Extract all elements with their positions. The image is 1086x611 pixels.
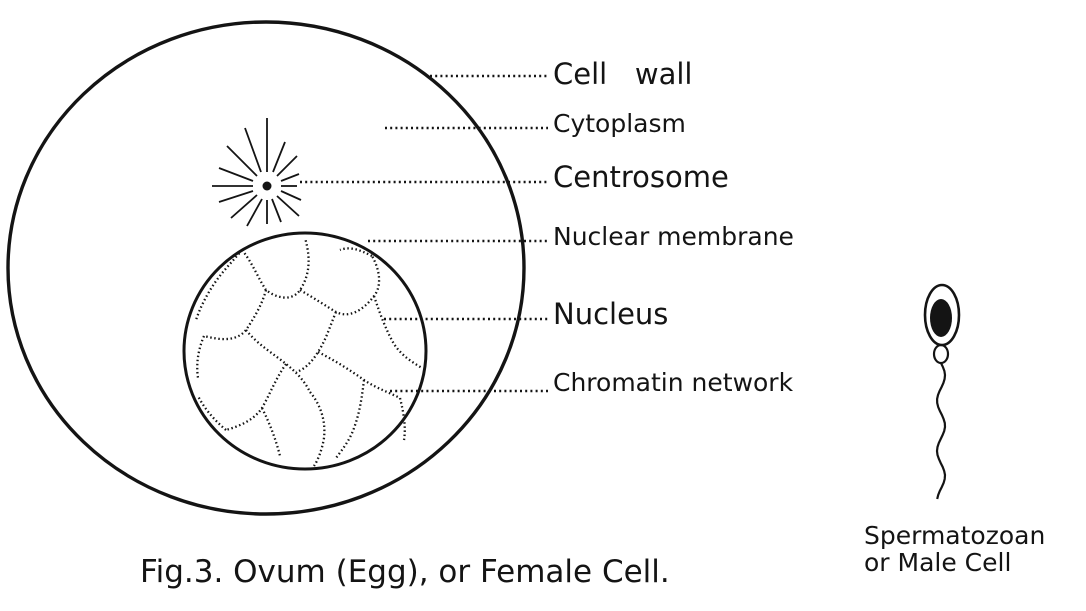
- spermatozoan-figure: [923, 283, 961, 500]
- ovum: [6, 20, 526, 516]
- centrosome-ray: [280, 173, 300, 182]
- chromatin-strand: [309, 391, 326, 467]
- sperm-tail: [935, 362, 947, 500]
- chromatin-strand: [225, 363, 287, 432]
- chromatin-strand: [260, 407, 282, 457]
- leader-lines: [300, 74, 548, 393]
- centrosome-figure: [212, 118, 302, 227]
- label-chromatin-network: Chromatin network: [553, 368, 794, 397]
- sperm-nucleus: [930, 299, 952, 337]
- chromatin-strand: [196, 335, 206, 379]
- nucleus-figure: [182, 231, 428, 471]
- centrosome-ray: [226, 145, 258, 177]
- nuclear-membrane-outline: [182, 231, 428, 471]
- chromatin-network-figure: [194, 237, 423, 467]
- figure-caption: Fig.3. Ovum (Egg), or Female Cell.: [140, 554, 670, 590]
- centrosome-ray: [218, 167, 254, 182]
- chromatin-strand: [241, 237, 310, 299]
- centrosome-ray: [230, 194, 258, 219]
- label-cytoplasm: Cytoplasm: [553, 109, 686, 138]
- sperm-caption-line2: or Male Cell: [864, 548, 1011, 577]
- chromatin-strand: [245, 329, 312, 393]
- sperm-caption-line1: Spermatozoan: [864, 521, 1045, 550]
- chromatin-strand: [372, 295, 423, 369]
- centrosome-ray: [218, 190, 254, 203]
- centrosome-dot: [262, 181, 272, 191]
- centrosome-ray: [280, 190, 302, 201]
- chromatin-strand: [203, 289, 268, 341]
- sperm-middle-piece: [932, 343, 950, 365]
- label-cell-wall: Cell wall: [553, 57, 692, 91]
- label-nuclear-membrane: Nuclear membrane: [553, 222, 794, 251]
- chromatin-strand: [317, 350, 401, 400]
- part-labels: Cell wall Cytoplasm Centrosome Nuclear m…: [553, 57, 794, 397]
- centrosome-ray: [272, 141, 286, 173]
- centrosome-ray: [246, 198, 263, 227]
- centrosome-ray: [276, 195, 300, 217]
- chromatin-strand: [335, 379, 366, 459]
- label-nucleus: Nucleus: [553, 297, 668, 331]
- label-centrosome: Centrosome: [553, 160, 729, 194]
- chromatin-strand: [194, 249, 243, 321]
- chromatin-strand: [295, 311, 338, 374]
- centrosome-ray: [244, 127, 262, 173]
- cell-wall-outline: [6, 20, 526, 516]
- centrosome-ray: [271, 198, 282, 223]
- centrosome-ray: [276, 155, 298, 177]
- chromatin-strand: [299, 255, 381, 316]
